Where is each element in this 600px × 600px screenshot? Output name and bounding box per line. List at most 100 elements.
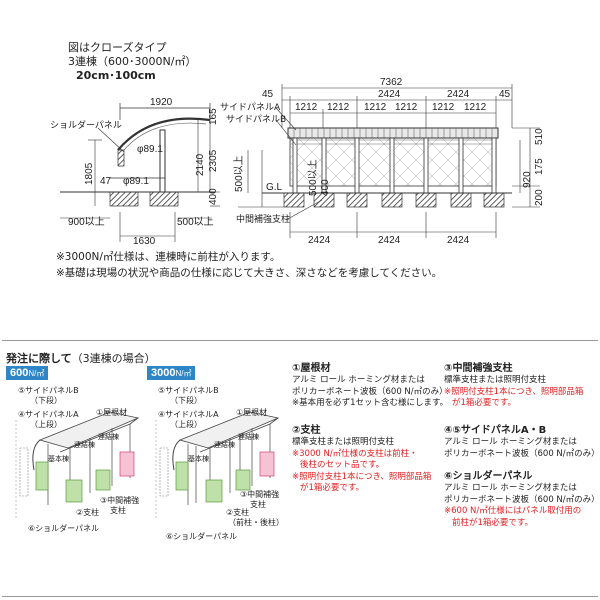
ground-level-label: G.L [266, 182, 283, 193]
label-3000-mid: ③中間補強 [240, 490, 280, 499]
dim-bay-1a: 1212 [295, 102, 318, 113]
legend-mid: ③中間補強支柱 標準支柱または照明付支柱 ※照明付支柱1本につき、照明部品箱 が… [444, 362, 583, 410]
legend-roof-l3: ※基本用を必ず1セット含む様にします。 [292, 398, 449, 408]
dim-500-min-b: 500以上 [307, 159, 319, 196]
dim-bay-1b: 1212 [327, 102, 350, 113]
dim-175: 175 [534, 158, 545, 175]
legend-mid-l3: が1箱必要です。 [452, 398, 517, 408]
dim-bay-3: 2424 [447, 89, 470, 100]
legend-mid-l2: ※照明付支柱1本につき、照明部品箱 [444, 386, 584, 397]
legend-shoulder-l3: ※600 N/㎡仕様にはパネル取付用の [444, 506, 582, 516]
shoulder-panel-label: ショルダーパネル [50, 119, 122, 131]
dim-total: 7362 [380, 77, 403, 88]
legend-post: ②支柱 標準支柱または照明付支柱 ※3000 N/㎡仕様の支柱は前柱・ 後柱のセ… [292, 424, 431, 495]
dim-510: 510 [534, 128, 545, 145]
order-panel [2, 340, 598, 597]
dim-400-side: 400 [208, 188, 219, 205]
dim-900-min: 900以上 [68, 216, 105, 228]
order-subtitle: （3連棟の場合） [71, 352, 156, 365]
label-600-side-a-sub: （上段） [30, 420, 62, 429]
mid-post-label: 中間補強支柱 [236, 213, 290, 225]
dim-200: 200 [534, 189, 545, 206]
dim-2305: 2305 [208, 149, 219, 172]
dim-bottom-3: 2424 [447, 235, 470, 246]
dim-165: 165 [208, 108, 219, 125]
label-3000-mid2: 支柱 [250, 500, 266, 509]
front-view [238, 84, 540, 238]
dim-bottom-1: 2424 [308, 235, 331, 246]
legend-shoulder-title: ⑥ショルダーパネル [444, 471, 533, 482]
side-view [60, 103, 220, 242]
dim-phi-lower: φ89.1 [123, 176, 149, 187]
dim-1805: 1805 [84, 162, 95, 185]
dim-500-min: 500以上 [177, 216, 214, 228]
label-600-roof: ①屋根材 [96, 408, 128, 417]
label-3000-side-b-sub: （下段） [170, 396, 202, 405]
dim-bay-3b: 1212 [464, 102, 487, 113]
diagram-spec: 3連棟（600･3000N/㎡） [68, 55, 197, 68]
legend-mid-l1: 標準支柱または照明付支柱 [444, 375, 547, 385]
legend-post-l1: 標準支柱または照明付支柱 [292, 437, 395, 447]
diagram-size: 20cm･100cm [76, 69, 156, 82]
label-3000-post2: （前柱・後柱） [228, 518, 284, 527]
dim-left-45: 45 [262, 89, 274, 100]
label-600-mid: ③中間補強 [100, 496, 140, 505]
legend-shoulder-l2: ポリカーボネート波板（600 N/㎡のみ） [444, 494, 600, 505]
tab-600-unit: N/㎡ [28, 369, 45, 378]
dim-920: 920 [522, 171, 533, 188]
legend-roof: ①屋根材 アルミ ロール ホーミング材または ポリカーボネート波板（600 N/… [292, 362, 448, 410]
label-3000-side-a: ④サイドパネルA [158, 410, 219, 419]
label-3000-side-a-sub: （上段） [170, 420, 202, 429]
note-3000: ※3000N/㎡仕様は、連棟時に前柱が入ります。 [56, 251, 281, 263]
dim-right-45: 45 [499, 89, 511, 100]
label-600-side-a: ④サイドパネルA [18, 410, 79, 419]
legend-roof-title: ①屋根材 [292, 363, 331, 374]
order-heading: 発注に際して（3連棟の場合） [6, 350, 156, 366]
label-3000-shoulder: ⑥ショルダーパネル [166, 532, 238, 541]
tab-3000-value: 3000 [151, 367, 176, 379]
label-3000-post: ②支柱 [226, 508, 250, 517]
tab-3000: 3000N/㎡ [147, 366, 196, 380]
dim-bay-2b: 1212 [395, 102, 418, 113]
legend-side-title: ④⑤サイドパネルA・B [444, 425, 547, 436]
legend-mid-title: ③中間補強支柱 [444, 363, 513, 374]
legend-shoulder-l4: 前柱が1箱必要です。 [452, 517, 534, 528]
label-600-side-b-sub: （下段） [30, 396, 62, 405]
tab-3000-unit: N/㎡ [175, 369, 192, 378]
legend-roof-l1: アルミ ロール ホーミング材または [292, 375, 425, 385]
tab-600: 600N/㎡ [6, 366, 49, 380]
technical-drawing: 1920 ショルダーパネル φ89.1 φ89.1 47 1805 2140 2… [50, 77, 545, 247]
label-3000-roof: ①屋根材 [236, 408, 268, 417]
label-600-side-b: ⑤サイドパネルB [18, 386, 79, 395]
dim-1630: 1630 [133, 236, 156, 247]
legend-side-l2: ポリカーボネート波板（600 N/㎡のみ） [444, 448, 600, 459]
legend-shoulder: ⑥ショルダーパネル アルミ ロール ホーミング材または ポリカーボネート波板（6… [444, 470, 600, 529]
label-600-add2: 連結棟 [98, 433, 119, 441]
label-3000-add2: 連結棟 [238, 433, 259, 441]
note-foundation: ※基礎は現場の状況や商品の仕様に応じて大きさ、深さなどを考慮してください。 [56, 267, 443, 279]
legend-post-title: ②支柱 [292, 425, 321, 436]
label-600-mid2: 支柱 [110, 506, 126, 515]
dim-bay-2: 2424 [378, 89, 401, 100]
side-panel-a-label: サイドパネルA [220, 102, 281, 113]
order-title: 発注に際して [6, 352, 72, 365]
dim-2140: 2140 [195, 153, 206, 176]
dim-side-top: 1920 [150, 97, 173, 108]
dim-47: 47 [100, 176, 112, 187]
dim-bay-3a: 1212 [432, 102, 455, 113]
legend-post-l4: ※照明付支柱1本につき、照明部品箱 [292, 471, 432, 482]
legend-post-l5: が1箱必要です。 [300, 483, 365, 493]
dim-bottom-2: 2424 [378, 235, 401, 246]
dim-500-min-a: 500以上 [233, 155, 245, 192]
dim-bay-2a: 1212 [364, 102, 387, 113]
label-3000-add1: 連結棟 [214, 441, 235, 449]
legend-side: ④⑤サイドパネルA・B アルミ ロール ホーミング材または ポリカーボネート波板… [444, 424, 600, 460]
legend-post-l2: ※3000 N/㎡仕様の支柱は前柱・ [292, 448, 418, 459]
diagram-caption: 図はクローズタイプ [68, 41, 167, 54]
dim-400-front: 400 [320, 179, 331, 196]
label-3000-base: 基本棟 [188, 455, 209, 463]
legend-post-l3: 後柱のセット品です。 [300, 460, 385, 470]
side-panel-b-label: サイドパネルB [226, 114, 286, 125]
legend-side-l1: アルミ ロール ホーミング材または [444, 437, 577, 447]
label-3000-side-b: ⑤サイドパネルB [158, 386, 219, 395]
